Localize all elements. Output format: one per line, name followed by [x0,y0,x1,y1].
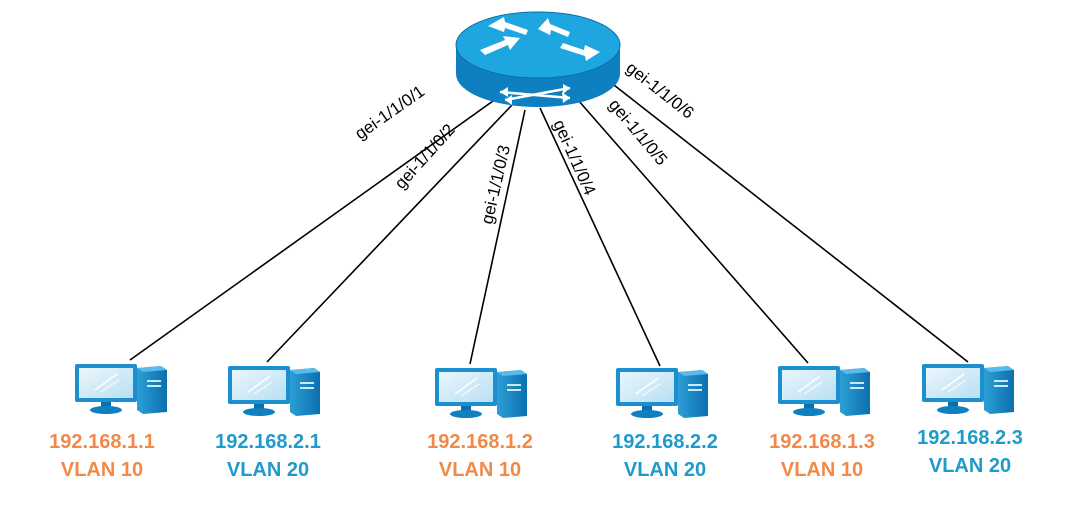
host-vlan: VLAN 10 [60,459,144,481]
desktop-pc-icon [922,364,1014,414]
router-icon [455,11,621,107]
link-line-3 [469,109,526,365]
host-ip: 192.168.2.3 [917,427,1023,449]
host-ip: 192.168.1.1 [49,431,155,453]
host-ip: 192.168.1.3 [769,431,875,453]
link-lines [129,77,969,367]
link-line-2 [266,104,513,363]
desktop-pc-icon [435,368,527,418]
host-ip: 192.168.2.2 [612,431,718,453]
host-vlan: VLAN 10 [438,459,522,481]
host-vlan: VLAN 10 [780,459,864,481]
port-label-1: gei-1/1/0/1 [351,82,428,144]
link-line-1 [129,95,501,361]
link-line-5 [577,99,809,364]
port-label-5: gei-1/1/0/5 [605,95,671,169]
desktop-pc-icon [228,366,320,416]
host-vlan: VLAN 20 [623,459,707,481]
host-ip: 192.168.2.1 [215,431,321,453]
desktop-pc-icon [616,368,708,418]
link-line-4 [539,107,661,367]
host-vlan: VLAN 20 [928,455,1012,477]
port-label-4: gei-1/1/0/4 [549,117,599,198]
host-ip: 192.168.1.2 [427,431,533,453]
port-label-2: gei-1/1/0/2 [391,120,459,192]
desktop-pc-icon [778,366,870,416]
link-line-6 [604,77,969,363]
host-vlan: VLAN 20 [226,459,310,481]
desktop-pc-icon [75,364,167,414]
